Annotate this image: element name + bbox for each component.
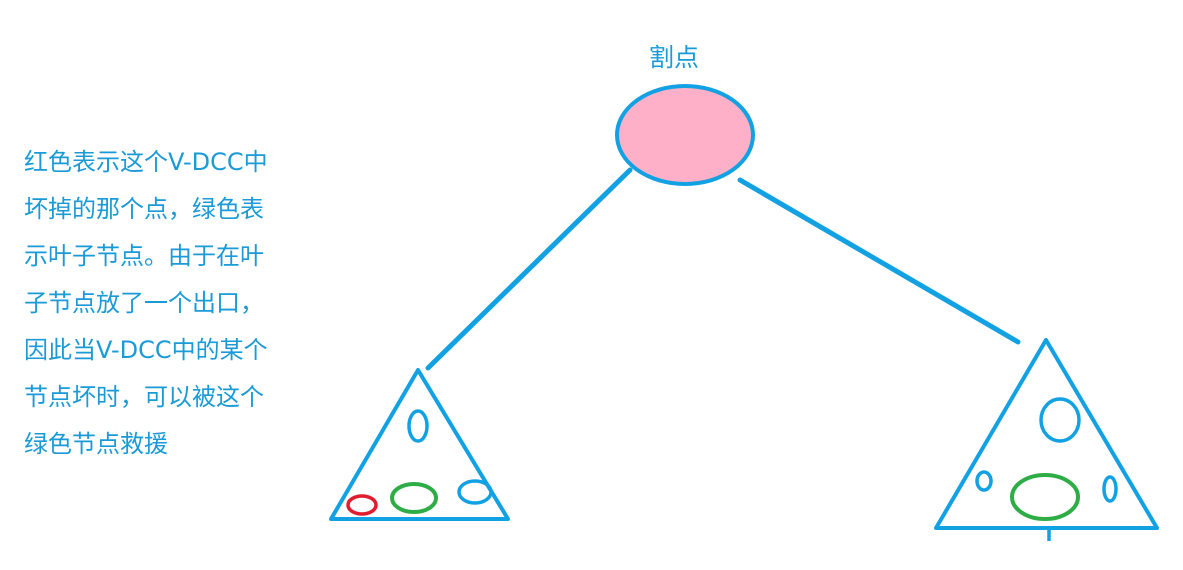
broken-node-red: [346, 494, 378, 516]
leaf-node-green-left: [390, 482, 438, 514]
annotation-line: 示叶子节点。由于在叶: [24, 242, 264, 270]
left-inner-node-right: [457, 479, 493, 505]
annotation-line: 坏掉的那个点，绿色表: [24, 195, 264, 223]
right-inner-node-left: [975, 470, 993, 492]
edge-right: [737, 177, 1021, 345]
annotation-line: 绿色节点救援: [24, 430, 168, 458]
leaf-node-green-right: [1010, 473, 1080, 521]
annotation-text: 红色表示这个V-DCC中 坏掉的那个点，绿色表 示叶子节点。由于在叶 子节点放了…: [24, 139, 314, 468]
left-inner-node-top: [407, 409, 429, 443]
left-vdcc-triangle: [329, 368, 510, 521]
right-inner-node-top: [1039, 397, 1081, 443]
annotation-line: 子节点放了一个出口，: [24, 289, 264, 317]
annotation-line: 节点坏时，可以被这个: [24, 383, 264, 411]
right-inner-node-right: [1102, 475, 1118, 503]
annotation-line: 因此当V-DCC中的某个: [24, 336, 268, 364]
cut-vertex-node: [615, 84, 755, 186]
right-vdcc-triangle: [934, 338, 1159, 530]
annotation-line: 红色表示这个V-DCC中: [24, 148, 268, 176]
cut-vertex-label: 割点: [649, 43, 700, 72]
edge-left: [425, 167, 633, 371]
